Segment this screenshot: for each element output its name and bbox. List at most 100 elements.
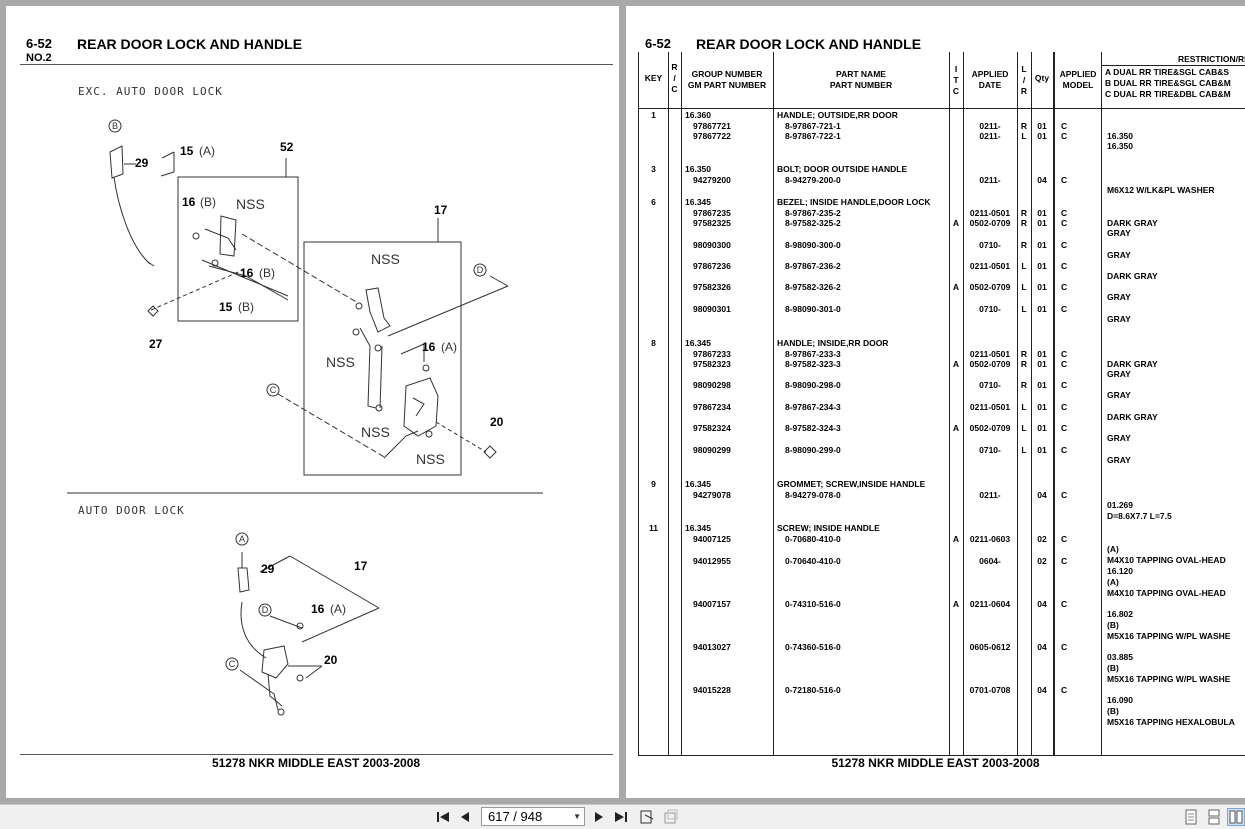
cell-part-number: 8-97582-325-2 <box>785 218 841 228</box>
cell-lr: L <box>1021 304 1027 314</box>
cell-gm-part-number: 97582326 <box>693 282 731 292</box>
page-footer: 51278 NKR MIDDLE EAST 2003-2008 <box>831 756 1040 770</box>
cell-key: 9 <box>651 479 656 489</box>
two-page-icon[interactable] <box>1227 808 1245 826</box>
cell-applied-date: 0710- <box>979 240 1001 250</box>
section-number: 6-52 <box>26 36 53 51</box>
cell-part-number: 0-70680-410-0 <box>785 534 841 544</box>
prev-page-icon[interactable] <box>456 808 474 826</box>
cell-model: C <box>1061 218 1068 228</box>
cell-gm-part-number: 97867721 <box>693 121 731 131</box>
circle-letter: A <box>239 534 245 544</box>
cell-applied-date: 0710- <box>979 380 1001 390</box>
cell-model: C <box>1061 445 1068 455</box>
cell-qty: 01 <box>1037 261 1047 271</box>
cell-part-number: 8-94279-200-0 <box>785 175 841 185</box>
cell-qty: 01 <box>1037 304 1047 314</box>
cell-key: 8 <box>651 338 656 348</box>
callout-suffix: (B) <box>238 300 254 314</box>
cell-qty: 04 <box>1037 642 1047 652</box>
cell-qty: 02 <box>1037 556 1047 566</box>
cell-model: C <box>1061 304 1068 314</box>
cell-remark: 16.350 <box>1107 131 1133 141</box>
continuous-icon[interactable] <box>1205 808 1223 826</box>
circle-letter: D <box>477 265 484 275</box>
cell-gm-part-number: 98090298 <box>693 380 731 390</box>
cell-gm-part-number: 97867235 <box>693 208 731 218</box>
cell-remark: GRAY <box>1107 390 1131 400</box>
callout-29: 29 <box>261 562 275 576</box>
viewer-toolbar: 617 / 948 ▼ <box>0 804 1245 829</box>
cell-qty: 01 <box>1037 218 1047 228</box>
cell-group-number: 16.345 <box>685 479 711 489</box>
cell-remark: (A) <box>1107 544 1119 554</box>
next-page-icon[interactable] <box>590 808 608 826</box>
door-lock-actuator <box>403 377 439 437</box>
fit-page-icon[interactable] <box>638 808 656 826</box>
callout-16: 16 <box>422 340 436 354</box>
cell-model: C <box>1061 208 1068 218</box>
cell-remark: (B) <box>1107 706 1119 716</box>
cell-gm-part-number: 94015228 <box>693 685 731 695</box>
cell-gm-part-number: 97582325 <box>693 218 731 228</box>
cell-applied-date: 0211-0501 <box>969 208 1011 218</box>
nss-label: NSS <box>361 424 390 440</box>
last-page-icon[interactable] <box>612 808 630 826</box>
parts-table: KEY R / C GROUP NUMBER GM PART NUMBER PA… <box>638 52 1245 756</box>
callout-20: 20 <box>324 653 338 667</box>
cell-part-number: 8-94279-078-0 <box>785 490 841 500</box>
chevron-down-icon[interactable]: ▼ <box>573 812 581 821</box>
cell-lr: R <box>1020 218 1028 228</box>
header-rule <box>639 108 1245 109</box>
section-number: 6-52 <box>645 36 672 51</box>
cell-remark: GRAY <box>1107 455 1131 465</box>
cell-itc: A <box>952 359 960 369</box>
cell-remark: M5X16 TAPPING W/PL WASHE <box>1107 631 1231 641</box>
circle-letter: D <box>262 605 269 615</box>
fit-width-icon[interactable] <box>661 808 679 826</box>
section-title: REAR DOOR LOCK AND HANDLE <box>77 36 303 52</box>
header-rule <box>20 64 613 65</box>
cell-remark: M6X12 W/LK&PL WASHER <box>1107 185 1215 195</box>
cell-qty: 01 <box>1037 359 1047 369</box>
cell-qty: 04 <box>1037 490 1047 500</box>
cell-part-name: GROMMET; SCREW,INSIDE HANDLE <box>777 479 926 489</box>
cell-lr: L <box>1021 423 1027 433</box>
cell-qty: 01 <box>1037 349 1047 359</box>
cell-part-name: BEZEL; INSIDE HANDLE,DOOR LOCK <box>777 197 931 207</box>
cell-group-number: 16.345 <box>685 523 711 533</box>
callout-17: 17 <box>354 559 368 573</box>
cell-group-number: 16.360 <box>685 110 711 120</box>
cell-model: C <box>1061 121 1068 131</box>
cell-lr: L <box>1021 131 1027 141</box>
cell-remark: DARK GRAY <box>1107 359 1158 369</box>
single-page-icon[interactable] <box>1182 808 1200 826</box>
cell-gm-part-number: 94279078 <box>693 490 731 500</box>
callout-suffix: (A) <box>441 340 457 354</box>
cell-part-name: HANDLE; OUTSIDE,RR DOOR <box>777 110 898 120</box>
nss-label: NSS <box>416 451 445 467</box>
cell-remark: D=8.6X7.7 L=7.5 <box>1107 511 1172 521</box>
cell-remark: GRAY <box>1107 250 1131 260</box>
cell-key: 3 <box>651 164 656 174</box>
cell-part-name: BOLT; DOOR OUTSIDE HANDLE <box>777 164 908 174</box>
cell-remark: (A) <box>1107 577 1119 587</box>
cell-gm-part-number: 97582324 <box>693 423 731 433</box>
cell-part-number: 8-97867-235-2 <box>785 208 841 218</box>
page-number-input[interactable]: 617 / 948 ▼ <box>481 807 585 826</box>
cell-applied-date: 0502-0709 <box>969 218 1011 228</box>
first-page-icon[interactable] <box>434 808 452 826</box>
callout-15: 15 <box>219 300 233 314</box>
circle-letter: C <box>229 659 236 669</box>
circle-letter: C <box>270 385 277 395</box>
cell-itc: A <box>952 423 960 433</box>
cell-applied-date: 0502-0709 <box>969 359 1011 369</box>
cell-gm-part-number: 98090300 <box>693 240 731 250</box>
cell-qty: 01 <box>1037 208 1047 218</box>
cell-part-number: 8-97582-326-2 <box>785 282 841 292</box>
cell-lr: L <box>1021 261 1027 271</box>
cell-model: C <box>1061 261 1068 271</box>
nss-label: NSS <box>371 251 400 267</box>
col-header-part: PART NAME PART NUMBER <box>829 69 893 90</box>
cell-applied-date: 0211- <box>979 490 1001 500</box>
